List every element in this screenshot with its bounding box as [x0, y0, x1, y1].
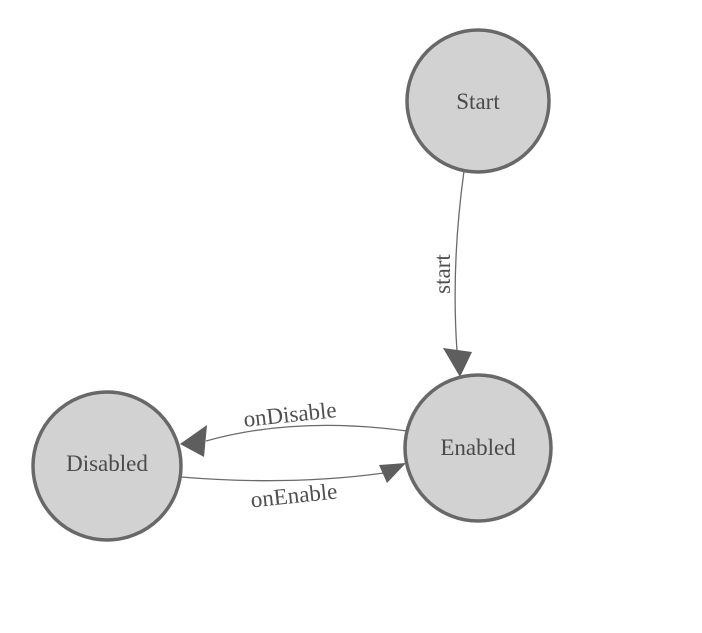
edge-onenable-arrowhead-icon: [379, 463, 406, 483]
node-disabled-label: Disabled: [66, 451, 148, 476]
edge-start-arrowhead-icon: [443, 348, 472, 377]
node-start: Start: [405, 28, 551, 174]
node-enabled: Enabled: [403, 373, 553, 523]
edge-onenable: onEnable: [180, 463, 406, 513]
edge-start-path: [454, 170, 465, 352]
edge-onenable-path: [180, 472, 385, 482]
edge-ondisable: onDisable: [180, 397, 408, 457]
node-enabled-label: Enabled: [440, 435, 516, 460]
edge-ondisable-arrowhead-icon: [180, 425, 207, 457]
node-disabled: Disabled: [31, 390, 183, 542]
node-disabled-circle[interactable]: [31, 390, 183, 542]
node-start-label: Start: [456, 89, 500, 114]
node-start-circle[interactable]: [405, 28, 551, 174]
edge-ondisable-label: onDisable: [242, 397, 337, 432]
node-enabled-circle[interactable]: [403, 373, 553, 523]
edge-start-label: start: [430, 254, 455, 294]
edge-start: start: [430, 170, 472, 377]
edge-ondisable-path: [205, 424, 408, 442]
edge-onenable-label: onEnable: [249, 479, 338, 513]
